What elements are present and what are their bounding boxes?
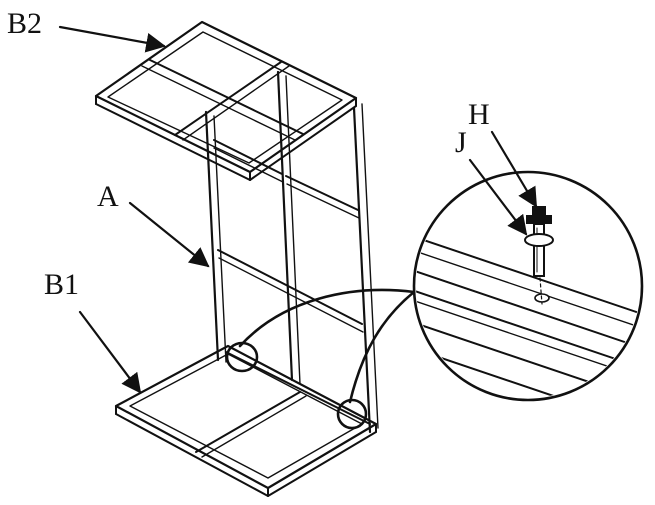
arrow-icon — [128, 201, 210, 268]
bottom-frame-b1 — [114, 344, 378, 497]
label-a: A — [97, 180, 119, 213]
label-b1: B1 — [44, 268, 79, 301]
callouts: B2 A B1 H J — [7, 7, 538, 394]
arrow-icon — [58, 25, 166, 53]
back-frame-a — [204, 70, 379, 434]
arrow-icon — [468, 158, 528, 236]
joint-highlights — [225, 288, 416, 430]
label-j: J — [455, 126, 467, 159]
label-b2: B2 — [7, 7, 42, 40]
washer-j — [524, 233, 554, 247]
arrow-icon — [490, 130, 538, 208]
top-frame-b2 — [94, 20, 358, 181]
label-h: H — [468, 98, 490, 131]
arrow-icon — [78, 310, 142, 394]
detail-magnifier-icon — [412, 170, 644, 402]
